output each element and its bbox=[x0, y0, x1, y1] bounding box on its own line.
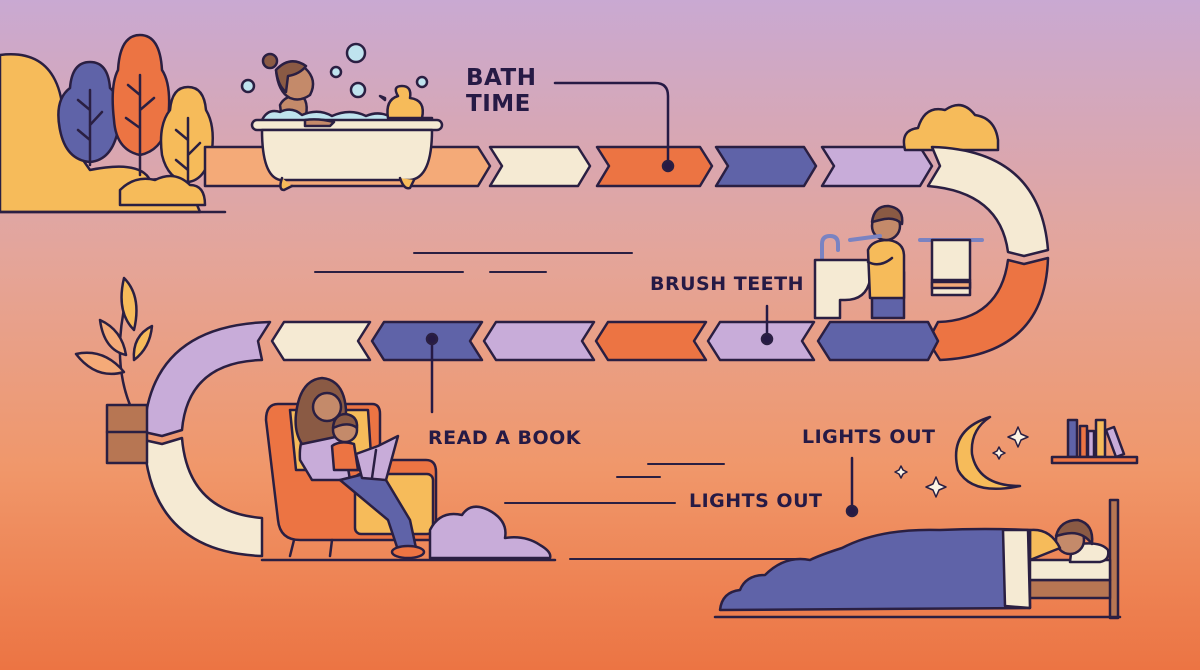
bed-scene bbox=[713, 498, 1122, 620]
towel-rack-icon bbox=[918, 238, 984, 297]
rubber-duck-icon bbox=[386, 84, 424, 120]
segment-lavender bbox=[706, 320, 816, 362]
marker-dot-brush bbox=[760, 332, 774, 346]
marker-dot-read bbox=[425, 332, 439, 346]
bed-headboard bbox=[1108, 498, 1120, 620]
segment-lavender bbox=[142, 320, 272, 438]
potted-plant-icon bbox=[74, 276, 154, 465]
segment-indigo bbox=[714, 145, 818, 188]
tree-indigo-icon bbox=[57, 60, 121, 167]
segment-orange bbox=[594, 320, 708, 362]
step-label-lights-out: LIGHTS OUT bbox=[802, 426, 936, 448]
bathtub-scene bbox=[240, 42, 444, 192]
star-icon bbox=[894, 465, 908, 479]
path-middle-row bbox=[270, 320, 940, 362]
bookshelf-icon bbox=[1050, 418, 1139, 465]
faucet-icon bbox=[820, 234, 840, 260]
cloud-bush bbox=[902, 103, 1000, 152]
step-label-brush-teeth: BRUSH TEETH bbox=[650, 273, 805, 295]
segment-orange bbox=[926, 256, 1050, 362]
leaders bbox=[425, 81, 859, 518]
reading-scene bbox=[264, 376, 552, 560]
tree-orange-icon bbox=[111, 33, 171, 177]
segment-lavender bbox=[482, 320, 596, 362]
bubble-icon bbox=[345, 42, 367, 64]
blanket bbox=[718, 527, 1032, 612]
marker-dot-bath bbox=[661, 159, 675, 173]
step-label-read-a-book: READ A BOOK bbox=[428, 427, 582, 449]
star-icon bbox=[925, 476, 947, 498]
segment-orange bbox=[595, 145, 714, 188]
star-icon bbox=[992, 446, 1006, 460]
moon-icon bbox=[954, 415, 1022, 490]
stars bbox=[894, 426, 1029, 498]
bush bbox=[118, 174, 207, 207]
segment-indigo bbox=[816, 320, 940, 362]
bubble-icon bbox=[240, 78, 256, 94]
bubble-icon bbox=[329, 65, 343, 79]
segment-cream bbox=[488, 145, 592, 188]
star-icon bbox=[1007, 426, 1029, 448]
segment-cream bbox=[926, 145, 1050, 258]
marker-dot-lights bbox=[845, 504, 859, 518]
path-right-curve bbox=[926, 145, 1050, 362]
segment-lavender bbox=[820, 145, 934, 188]
motion-lines bbox=[314, 252, 801, 560]
path-left-curve bbox=[142, 320, 272, 558]
step-label-bath-time: BATH TIME bbox=[466, 65, 537, 117]
book-icon bbox=[354, 434, 400, 482]
brush-teeth-scene bbox=[813, 204, 906, 320]
bubble-icon bbox=[349, 81, 367, 99]
segment-cream bbox=[142, 436, 264, 558]
segment-cream bbox=[270, 320, 372, 362]
bubble-icon bbox=[415, 75, 429, 89]
step-label-lights-out-secondary: LIGHTS OUT bbox=[689, 490, 823, 512]
toothbrush-icon bbox=[848, 234, 882, 242]
